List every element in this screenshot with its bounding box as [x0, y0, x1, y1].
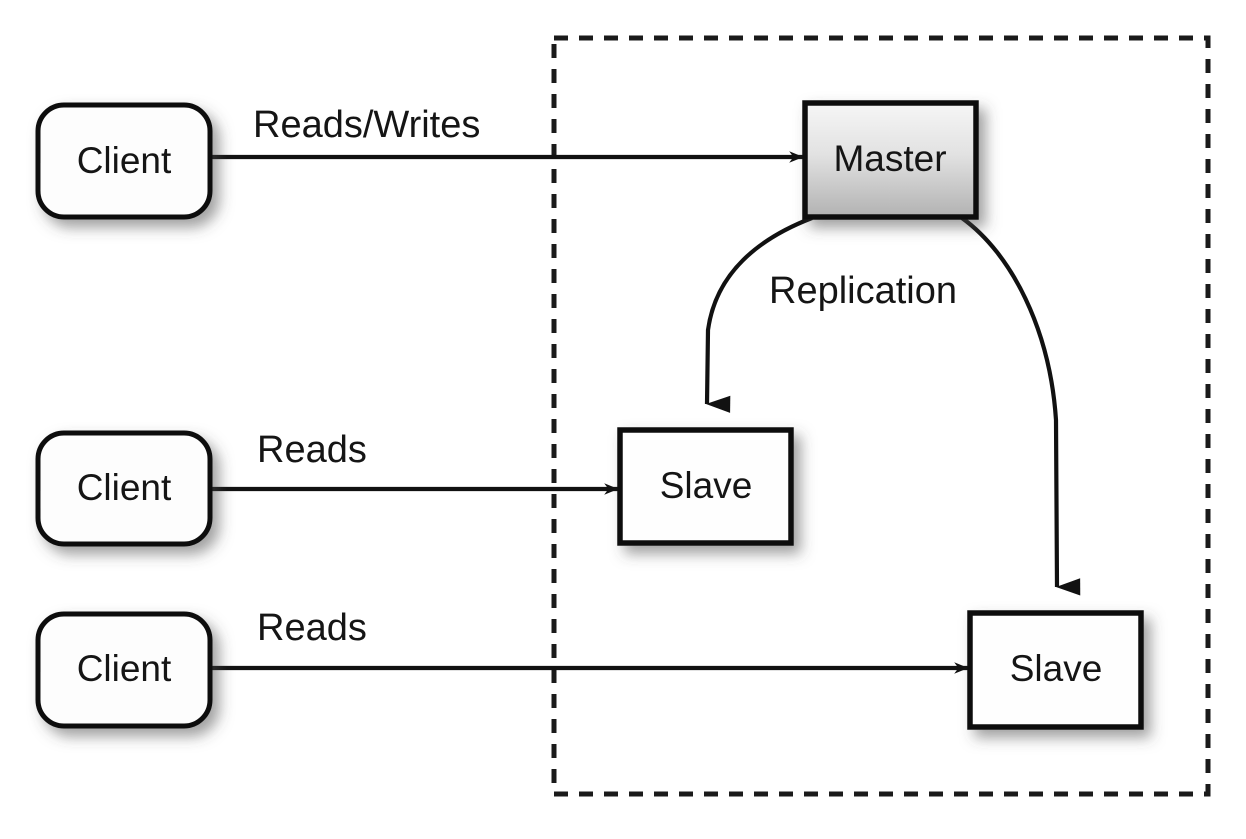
node-client-top[interactable]: Client — [35, 102, 213, 220]
node-slave-one[interactable]: Slave — [617, 427, 794, 546]
client-top-label: Client — [77, 140, 172, 181]
node-master[interactable]: Master — [802, 100, 979, 220]
slave-one-label: Slave — [660, 465, 753, 506]
client-bottom-label: Client — [77, 648, 172, 689]
database-cluster-boundary — [551, 35, 1211, 797]
node-client-middle[interactable]: Client — [35, 430, 213, 547]
client-top-shape — [35, 102, 213, 220]
master-shape — [802, 100, 979, 220]
edge-label-reads-writes: Reads/Writes — [253, 104, 480, 146]
slave-two-label: Slave — [1010, 648, 1103, 689]
client-middle-label: Client — [77, 467, 172, 508]
edge-label-layer: Reads/Writes Reads Reads Replication — [253, 104, 957, 649]
edge-label-reads-bottom: Reads — [257, 607, 367, 649]
master-label: Master — [833, 138, 946, 179]
edge-master-to-slave-one — [704, 216, 813, 413]
edge-layer — [210, 151, 1081, 674]
edge-master-to-slave-two — [960, 216, 1081, 596]
slave-two-shape — [967, 610, 1144, 730]
edge-label-replication: Replication — [769, 270, 957, 312]
edge-label-reads-middle: Reads — [257, 429, 367, 471]
node-slave-two[interactable]: Slave — [967, 610, 1144, 730]
slave-one-shape — [617, 427, 794, 546]
client-bottom-shape — [35, 611, 213, 729]
node-client-bottom[interactable]: Client — [35, 611, 213, 729]
client-middle-shape — [35, 430, 213, 547]
